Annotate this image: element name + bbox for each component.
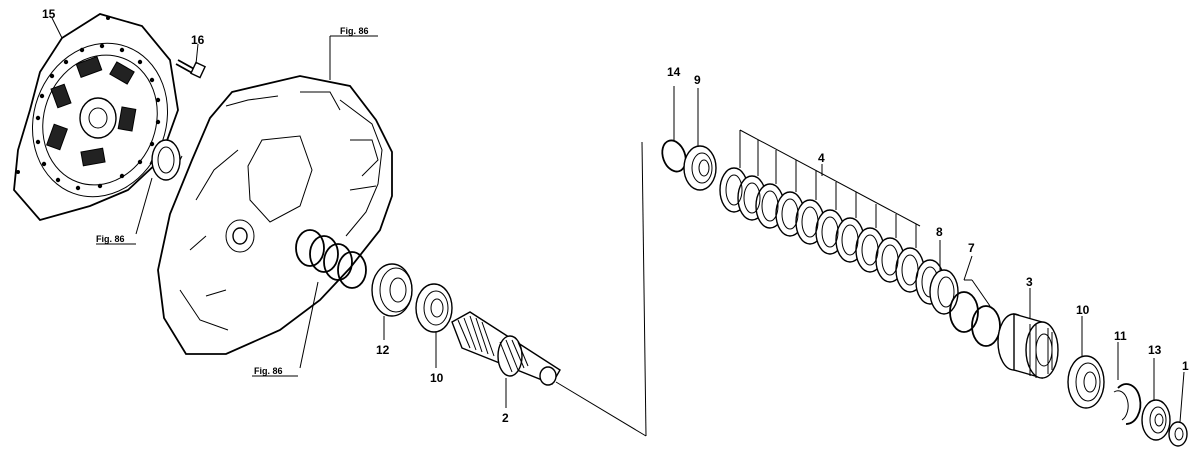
label-part-14: 14 (667, 65, 681, 79)
label-part-11: 11 (1114, 329, 1127, 343)
label-part-8: 8 (936, 225, 943, 239)
label-part-10-right: 10 (1076, 303, 1090, 317)
bearing-10-right (1067, 316, 1105, 409)
label-part-15: 15 (42, 7, 56, 21)
snap-ring (1113, 342, 1142, 425)
bearing-13 (1141, 358, 1171, 441)
label-part-13: 13 (1148, 343, 1162, 357)
label-part-7: 7 (968, 241, 975, 255)
label-part-4: 4 (818, 151, 825, 165)
fig-ref-top: Fig. 86 (340, 26, 369, 36)
clutch-housing (157, 35, 393, 355)
bearing-10-left (415, 283, 453, 368)
clutch-disc (13, 13, 179, 222)
seal-rings (295, 229, 367, 369)
input-shaft (451, 141, 647, 437)
label-part-9: 9 (694, 73, 701, 87)
clutch-hub (997, 288, 1059, 379)
seal-9 (683, 88, 717, 191)
bolt (175, 43, 206, 79)
ring-8 (929, 240, 959, 315)
label-part-10-left: 10 (430, 371, 444, 385)
nut (1168, 371, 1188, 447)
fig-ref-bottom: Fig. 86 (254, 366, 283, 376)
oil-seal-left (135, 139, 183, 235)
label-part-12: 12 (376, 343, 390, 357)
clutch-plates (719, 129, 945, 305)
bearing-12 (371, 263, 413, 340)
rings-7 (949, 255, 1001, 347)
label-part-1: 1 (1182, 359, 1189, 373)
label-part-16: 16 (191, 33, 205, 47)
o-ring (661, 86, 687, 173)
fig-ref-left: Fig. 86 (96, 234, 125, 244)
label-part-3: 3 (1026, 275, 1033, 289)
label-part-2: 2 (502, 411, 509, 425)
